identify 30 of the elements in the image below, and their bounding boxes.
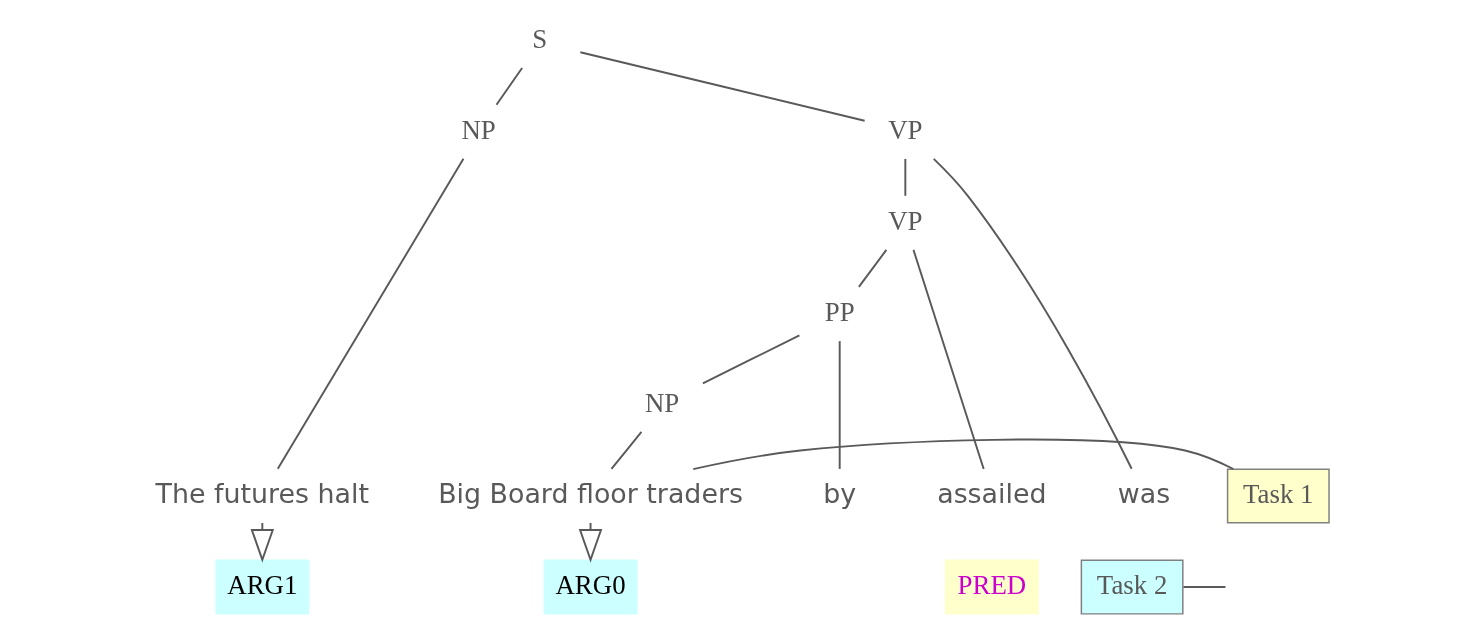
node-text: The futures halt (155, 477, 370, 509)
node-text: by (823, 477, 857, 509)
node-text: S (532, 23, 548, 54)
node-text: assailed (937, 477, 1047, 509)
connector (932, 157, 1133, 470)
arrow (250, 522, 275, 563)
connector (495, 66, 524, 106)
node-box: Task 2 (1080, 559, 1184, 615)
node-text: NP (644, 387, 680, 418)
connector (1182, 586, 1227, 588)
node-box: Task 1 (1226, 468, 1330, 524)
connector (610, 431, 643, 470)
connector (692, 438, 1235, 471)
connector (276, 157, 465, 470)
connector (701, 334, 801, 385)
connector (904, 158, 907, 197)
node-text: PP (824, 296, 855, 327)
node-text: NP (461, 114, 496, 145)
connector (579, 51, 866, 122)
node-text: VP (888, 114, 923, 145)
node-text: was (1117, 477, 1171, 509)
connector (912, 248, 985, 470)
node-box: ARG1 (215, 559, 310, 615)
arrow (578, 522, 603, 563)
node-box: PRED (944, 559, 1039, 615)
node-text: VP (888, 205, 923, 236)
connector (857, 249, 888, 288)
node-text: Big Board floor traders (438, 477, 743, 509)
node-box: ARG0 (543, 559, 638, 615)
connector (838, 340, 841, 470)
